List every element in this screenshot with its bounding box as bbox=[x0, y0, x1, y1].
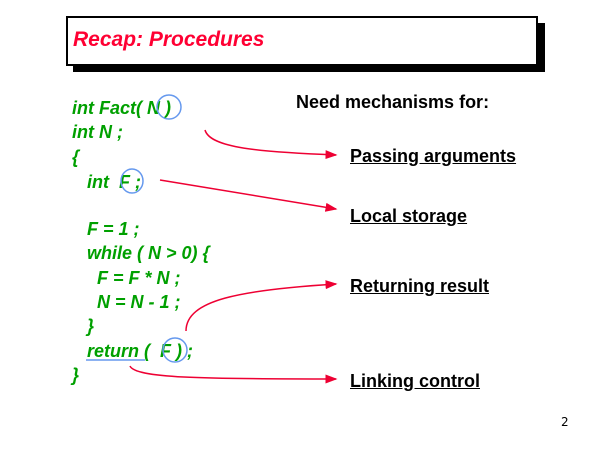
mechanism-returning-result: Returning result bbox=[350, 276, 490, 296]
code-line: } bbox=[72, 316, 95, 336]
mechanisms-heading: Need mechanisms for: bbox=[296, 92, 490, 112]
page-number: 2 bbox=[561, 415, 569, 429]
code-line: F = 1 ; bbox=[72, 219, 140, 239]
code-line: int N ; bbox=[72, 122, 123, 142]
code-line: int F ; bbox=[72, 172, 141, 192]
code-line: while ( N > 0) { bbox=[72, 243, 210, 263]
code-line: } bbox=[72, 365, 80, 385]
arrow-local-storage bbox=[159, 179, 338, 212]
arrow-returning-result bbox=[185, 280, 338, 332]
arrow-linking-control bbox=[129, 365, 338, 384]
mechanism-passing-arguments: Passing arguments bbox=[350, 146, 517, 166]
code-line: { bbox=[72, 147, 80, 167]
code-line: N = N - 1 ; bbox=[72, 292, 181, 312]
code-line: F = F * N ; bbox=[72, 268, 181, 288]
mechanism-local-storage: Local storage bbox=[350, 206, 468, 226]
code-line: int Fact( N ) bbox=[72, 98, 171, 118]
arrow-passing-arguments bbox=[204, 129, 338, 160]
code-line: return ( F ) ; bbox=[72, 341, 193, 361]
mechanism-linking-control: Linking control bbox=[350, 371, 480, 391]
slide-title: Recap: Procedures bbox=[73, 28, 265, 51]
title-box: Recap: Procedures bbox=[66, 16, 538, 66]
